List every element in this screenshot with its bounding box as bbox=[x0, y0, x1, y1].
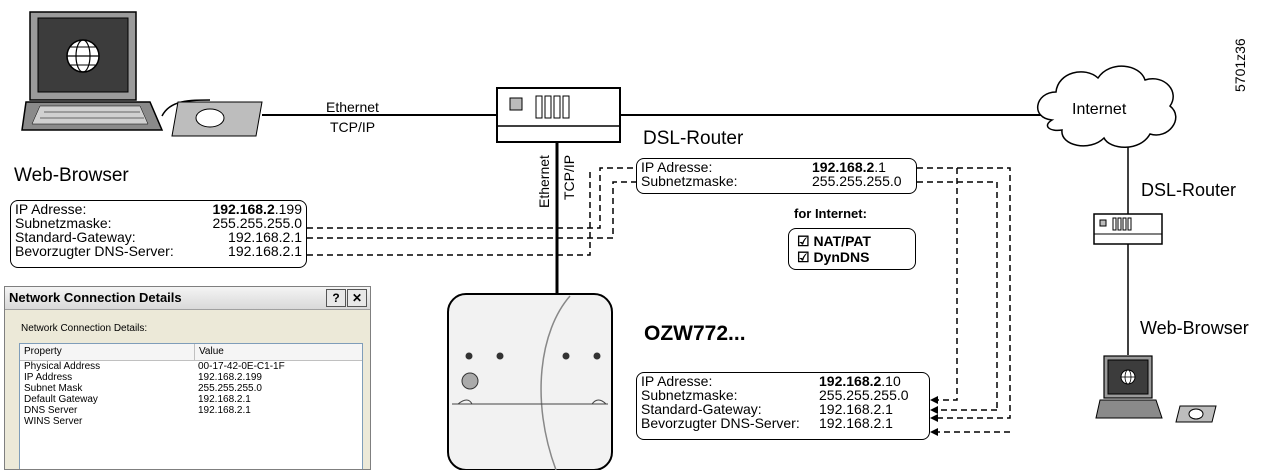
mouse-icon bbox=[162, 100, 262, 136]
checkbox-icon: ☑ DynDNS bbox=[797, 249, 869, 265]
device-ip-row: IP Adresse:192.168.2.10 bbox=[641, 374, 925, 388]
close-icon[interactable]: ✕ bbox=[347, 289, 367, 307]
router-ip-row: IP Adresse:192.168.2.1 bbox=[641, 160, 912, 174]
browser-config-box: IP Adresse:192.168.2.199 Subnetzmaske:25… bbox=[10, 200, 307, 268]
browser-dns-row: Bevorzugter DNS-Server:192.168.2.1 bbox=[15, 244, 302, 258]
router-mask-row: Subnetzmaske:255.255.255.0 bbox=[641, 174, 912, 188]
for-internet-label: for Internet: bbox=[794, 206, 867, 221]
figure-code: 5701z36 bbox=[1232, 38, 1248, 92]
help-icon[interactable]: ? bbox=[326, 289, 346, 307]
tcpip-label-top: TCP/IP bbox=[330, 119, 375, 135]
web-browser-label-left: Web-Browser bbox=[14, 165, 129, 187]
tcpip-label-vertical: TCP/IP bbox=[561, 155, 577, 200]
browser-mask-row: Subnetzmaske:255.255.255.0 bbox=[15, 216, 302, 230]
ethernet-label-top: Ethernet bbox=[326, 99, 379, 115]
router-config-box: IP Adresse:192.168.2.1 Subnetzmaske:255.… bbox=[636, 158, 917, 194]
dialog-caption: Network Connection Details: bbox=[21, 323, 147, 334]
web-browser-label-right: Web-Browser bbox=[1140, 318, 1249, 339]
laptop-computer-right bbox=[1096, 356, 1216, 422]
router-icon-small bbox=[1094, 214, 1162, 244]
device-dns-row: Bevorzugter DNS-Server:192.168.2.1 bbox=[641, 416, 925, 430]
globe-icon bbox=[67, 40, 99, 72]
dsl-router-label-right: DSL-Router bbox=[1141, 180, 1236, 201]
checkbox-icon: ☑ NAT/PAT bbox=[797, 233, 871, 249]
column-property[interactable]: Property bbox=[20, 344, 194, 360]
laptop-computer-left bbox=[22, 12, 162, 130]
column-value[interactable]: Value bbox=[194, 344, 362, 360]
ethernet-label-vertical: Ethernet bbox=[536, 155, 552, 208]
browser-gateway-row: Standard-Gateway:192.168.2.1 bbox=[15, 230, 302, 244]
dsl-router-label: DSL-Router bbox=[643, 128, 743, 150]
internet-label: Internet bbox=[1072, 101, 1126, 119]
ozw772-device bbox=[448, 294, 612, 470]
device-gateway-row: Standard-Gateway:192.168.2.1 bbox=[641, 402, 925, 416]
router-icon bbox=[497, 88, 620, 142]
device-config-box: IP Adresse:192.168.2.10 Subnetzmaske:255… bbox=[636, 372, 930, 440]
dialog-title: Network Connection Details bbox=[9, 290, 182, 305]
device-mask-row: Subnetzmaske:255.255.255.0 bbox=[641, 388, 925, 402]
router-features-box: ☑ NAT/PAT ☑ DynDNS bbox=[788, 228, 916, 270]
browser-ip-row: IP Adresse:192.168.2.199 bbox=[15, 202, 302, 216]
details-list-header: Property Value bbox=[20, 344, 362, 361]
list-item[interactable]: WINS Server bbox=[20, 416, 362, 427]
network-details-dialog: Network Connection Details ? ✕ Network C… bbox=[4, 286, 371, 470]
dialog-titlebar: Network Connection Details ? ✕ bbox=[5, 287, 370, 310]
device-label: OZW772... bbox=[644, 322, 746, 346]
